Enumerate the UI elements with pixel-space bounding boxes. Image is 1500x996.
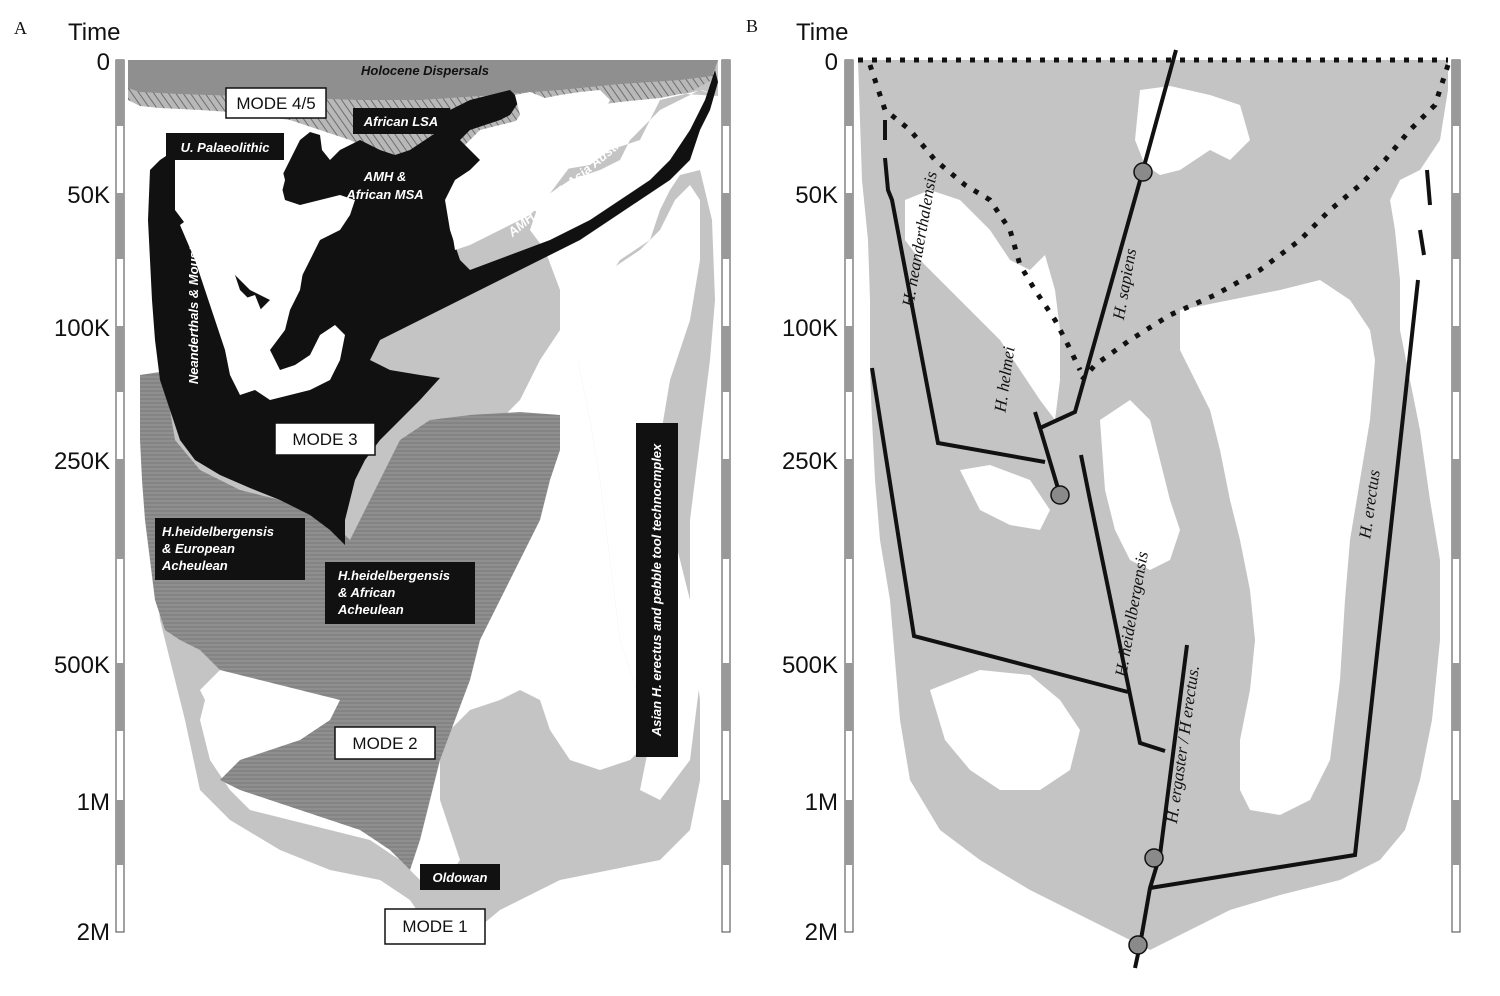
panel-a-ticks: 0 50K 100K 250K 500K 1M 2M: [54, 49, 110, 946]
asian-erectus-label: Asian H. erectus and pebble tool technoc…: [649, 443, 664, 737]
panel-a-tick-250k: 250K: [54, 448, 110, 475]
panel-b-white-gap-left: [905, 190, 1060, 420]
panel-a-tick-100k: 100K: [54, 315, 110, 342]
mode-1-label: MODE 1: [402, 917, 467, 936]
node-heidelbergensis-split: [1050, 485, 1070, 505]
neanderthals-mousterian-label: Neanderthals & Mousterian: [186, 216, 201, 384]
lineage-neanderthalensis: [883, 157, 1046, 464]
panel-a-tick-2m: 2M: [77, 919, 110, 946]
panel-b-left-scale-bar: [844, 59, 854, 933]
panel-a-tick-0: 0: [97, 49, 110, 76]
speciation-nodes: [1050, 162, 1164, 955]
panel-b-axis-title: Time: [796, 19, 848, 46]
heidelbergensis-african-line1: H.heidelbergensis: [338, 568, 450, 583]
panel-b-tick-500k: 500K: [782, 652, 838, 679]
mode-4-5-label: MODE 4/5: [236, 94, 315, 113]
white-gap-center: [240, 295, 345, 400]
heidelbergensis-african-line3: Acheulean: [337, 602, 404, 617]
node-ergaster: [1144, 848, 1164, 868]
white-gap-asia: [450, 90, 610, 250]
heidelbergensis-european-box: [155, 518, 305, 580]
african-lsa-box: [353, 108, 450, 134]
u-palaeolithic-label: U. Palaeolithic: [181, 140, 271, 155]
panel-b-tick-2m: 2M: [805, 919, 838, 946]
mode-3-box: [274, 422, 376, 456]
lineage-helmei-stub: [1033, 411, 1042, 429]
node-sapiens: [1133, 162, 1153, 182]
mode-2-box: [334, 726, 436, 760]
node-origin: [1128, 935, 1148, 955]
panel-b-white-gap-bottom-left: [930, 670, 1080, 790]
white-gap-left-mid: [180, 200, 305, 395]
panel-b-tick-100k: 100K: [782, 315, 838, 342]
heidelbergensis-european-line2: & European: [162, 541, 235, 556]
mode-1-box: [384, 908, 486, 945]
mode-3-label: MODE 3: [292, 430, 357, 449]
lineage-erectus-dash: [1418, 229, 1426, 256]
dotted-boundary-left: [867, 64, 1083, 372]
panel-a-tick-1m: 1M: [77, 789, 110, 816]
panel-a-right-scale-bar: [721, 59, 731, 933]
panel-a-tick-50k: 50K: [67, 182, 110, 209]
panel-b-white-gap-low-mid: [960, 465, 1050, 530]
panel-a-axis-title: Time: [68, 19, 120, 46]
panel-b-white-gap-right: [1180, 280, 1375, 815]
panel-a-left-scale-bar: [115, 59, 125, 933]
panel-b-white-gap-top: [1135, 86, 1250, 175]
u-palaeolithic-box: [166, 133, 284, 160]
lineage-erectus-dash-top: [1425, 169, 1432, 206]
panel-b-right-scale-bar: [1451, 59, 1461, 933]
panel-b-tick-0: 0: [825, 49, 838, 76]
lineage-european-branch: [870, 367, 1129, 694]
panel-b-tick-50k: 50K: [795, 182, 838, 209]
mode-4-5-box: [225, 87, 327, 119]
panel-b-ticks: 0 50K 100K 250K 500K 1M 2M: [782, 49, 838, 946]
african-lsa-label: African LSA: [363, 114, 438, 129]
heidelbergensis-european-line3: Acheulean: [161, 558, 228, 573]
lineage-erectus: [1149, 279, 1420, 890]
panel-b: B Time 0 50K 100K 250K 500K 1M 2M: [746, 16, 1461, 969]
white-gap-top-middle: [175, 150, 285, 205]
amh-msa-label-line2: African MSA: [345, 187, 423, 202]
panel-b-tick-250k: 250K: [782, 448, 838, 475]
oldowan-box: [420, 864, 500, 890]
panel-b-white-gap-center: [1100, 400, 1180, 570]
holocene-dispersals-label: Holocene Dispersals: [361, 63, 489, 78]
mode-2-label: MODE 2: [352, 734, 417, 753]
asian-erectus-box: [636, 423, 678, 757]
heidelbergensis-african-box: [325, 562, 475, 624]
heidelbergensis-european-line1: H.heidelbergensis: [162, 524, 274, 539]
oldowan-label: Oldowan: [433, 870, 488, 885]
amh-msa-label-line1: AMH &: [363, 169, 407, 184]
panel-b-letter: B: [746, 16, 758, 36]
lineage-sapiens: [1037, 49, 1178, 496]
panel-b-tick-1m: 1M: [805, 789, 838, 816]
panel-a-tick-500k: 500K: [54, 652, 110, 679]
panel-a: A Time 0 50K 100K 250K 500K 1M 2M: [14, 18, 731, 946]
heidelbergensis-african-line2: & African: [338, 585, 395, 600]
panel-a-letter: A: [14, 18, 27, 38]
lineage-heidelbergensis-upper: [1079, 454, 1166, 753]
